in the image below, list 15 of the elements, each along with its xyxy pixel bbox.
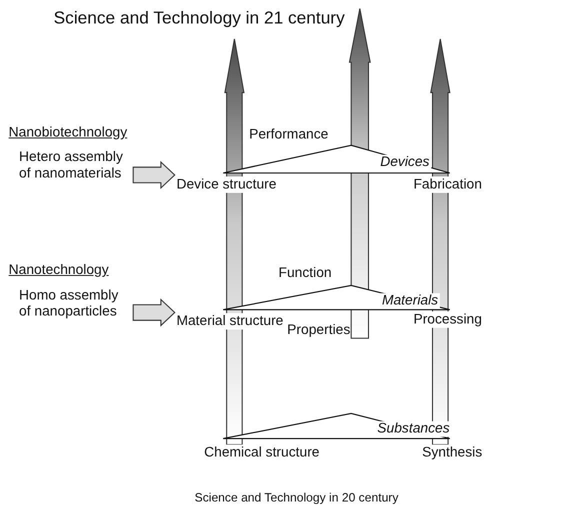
triangle-label: Substances — [376, 421, 452, 437]
node-label: Device structure — [176, 176, 276, 193]
section-heading: Nanobiotechnology — [8, 124, 128, 141]
node-label: Processing — [413, 311, 482, 328]
triangle-label: Materials — [380, 293, 440, 309]
block-arrow — [132, 160, 176, 190]
title: Science and Technology in 21 century — [54, 10, 345, 27]
block-arrow — [132, 298, 176, 327]
node-label: Material structure — [176, 313, 284, 330]
node-label: Properties — [287, 322, 350, 338]
caption: Science and Technology in 20 century — [194, 490, 398, 506]
section-heading: Nanotechnology — [8, 262, 109, 279]
triangle-label: Devices — [378, 154, 432, 170]
node-label: Fabrication — [413, 176, 482, 193]
node-label: Synthesis — [422, 444, 482, 462]
